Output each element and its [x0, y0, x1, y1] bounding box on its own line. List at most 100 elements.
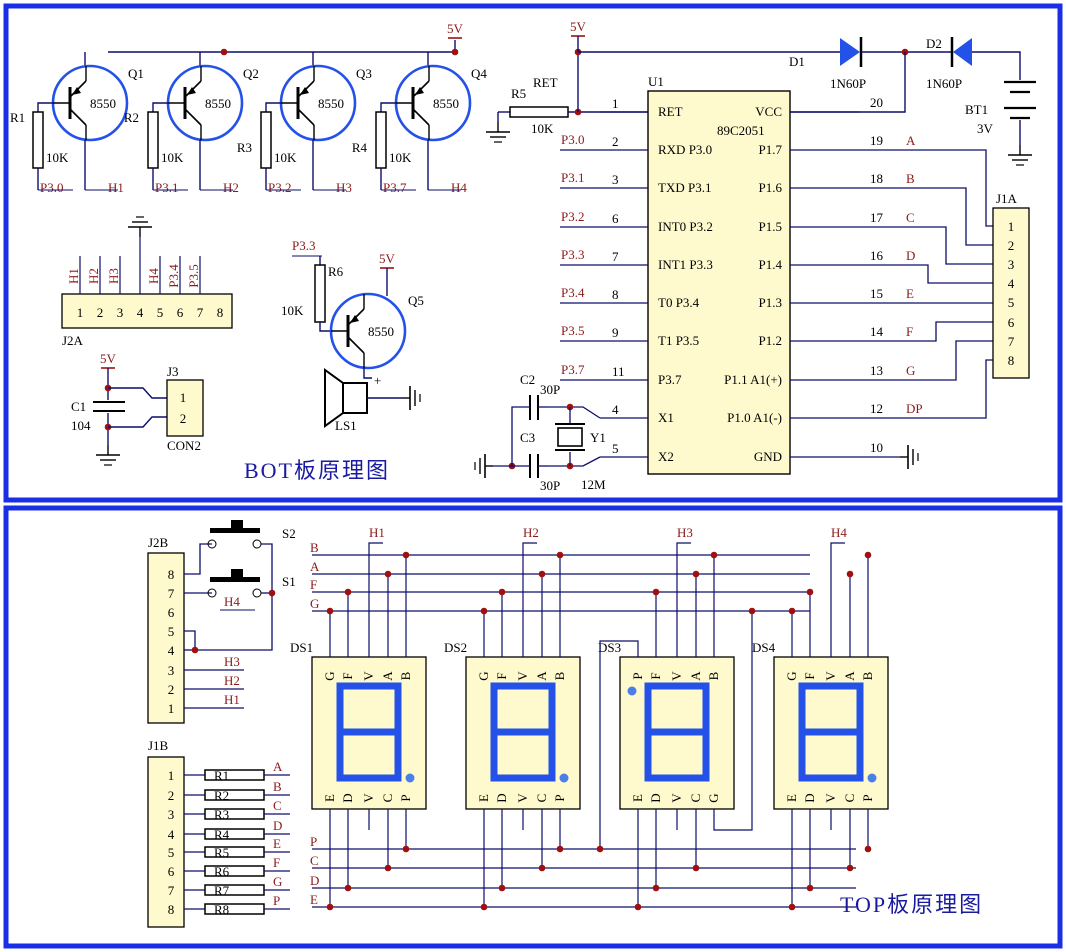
wire — [347, 336, 365, 354]
pin-name: RET — [658, 104, 683, 119]
top-panel-frame — [3, 505, 1063, 949]
diode-d2 — [953, 38, 972, 66]
pin-label-E: E — [322, 794, 337, 802]
pin-label-V: V — [823, 671, 838, 681]
switch-contact — [252, 539, 262, 549]
resistor-value: 10K — [46, 150, 69, 165]
junction-dot — [710, 551, 718, 559]
junction-dot — [220, 48, 228, 56]
transistor-ref: Q4 — [471, 66, 487, 81]
transistor-ref: Q5 — [408, 293, 424, 308]
connector-body — [147, 756, 185, 928]
net-label-DP: DP — [906, 401, 923, 416]
pin-number: 17 — [870, 210, 884, 225]
resistor-ref: R5 — [511, 86, 526, 101]
part-label: 8550 — [433, 96, 459, 111]
connector-ref: J2B — [148, 535, 169, 550]
junction-dot — [846, 864, 854, 872]
junction-dot — [788, 607, 796, 615]
net-label-F: F — [310, 577, 317, 592]
decimal-point — [627, 686, 637, 696]
collector-wire — [363, 368, 372, 379]
pin-name: X1 — [658, 410, 674, 425]
resistor-ref: R3 — [237, 140, 252, 155]
digit-body — [773, 656, 889, 810]
wire — [195, 543, 273, 651]
resistor-ref: R4 — [352, 140, 368, 155]
base-wire — [37, 102, 53, 112]
net-label-E: E — [273, 836, 281, 851]
net-label-H2: H2 — [223, 180, 239, 195]
pin-name: P3.7 — [658, 372, 682, 387]
crystal-ref: Y1 — [590, 430, 606, 445]
switch-s2-actuator — [210, 528, 260, 533]
pin-number: 7 — [612, 249, 619, 264]
speaker-ref: LS1 — [335, 418, 357, 433]
pin-number: 3 — [168, 663, 175, 678]
resistor-r6 — [314, 264, 326, 323]
ground-symbol — [474, 454, 493, 478]
junction-dot — [556, 551, 564, 559]
junction-dot — [326, 607, 334, 615]
pin-number: 6 — [177, 305, 184, 320]
connector-part: CON2 — [167, 438, 201, 453]
cap-wire — [108, 416, 167, 428]
pin-label-P: P — [398, 794, 413, 801]
net-label-H3: H3 — [224, 654, 240, 669]
pin-number: 1 — [168, 768, 175, 783]
pin-number: 3 — [1008, 257, 1015, 272]
speaker-cone — [324, 368, 344, 428]
pin-number: 7 — [1008, 334, 1015, 349]
resistor-ref: R5 — [214, 845, 229, 860]
emitter-arrow — [187, 87, 196, 95]
net-label-H2: H2 — [86, 268, 101, 284]
pin-label-V: V — [515, 793, 530, 803]
net-label-H1: H1 — [369, 525, 385, 540]
pin-number: 1 — [1008, 219, 1015, 234]
common-wire — [368, 542, 383, 657]
net-label-B: B — [310, 540, 319, 555]
pin-label-B: B — [552, 671, 567, 680]
junction-dot — [806, 588, 814, 596]
resistor-ref: R6 — [328, 264, 344, 279]
pin-label-V: V — [361, 793, 376, 803]
net-label-P3.2: P3.2 — [561, 209, 584, 224]
pin-name: X2 — [658, 449, 674, 464]
resistor-r2 — [147, 111, 159, 169]
pin-number: 5 — [157, 305, 164, 320]
emitter-arrow — [72, 87, 81, 95]
pin-name: INT0 P3.2 — [658, 219, 713, 234]
net-label-H3: H3 — [677, 525, 693, 540]
pin-label-G: G — [706, 793, 721, 802]
resistor-body — [509, 106, 569, 118]
net-label-H4: H4 — [831, 525, 847, 540]
switch-s1-actuator — [210, 577, 260, 582]
net-label-P3.3: P3.3 — [292, 238, 315, 253]
net-label-F: F — [273, 855, 280, 870]
pin-label-F: F — [494, 672, 509, 679]
mcu-part: 89C2051 — [717, 123, 765, 138]
pin-name: P1.7 — [759, 142, 783, 157]
bot-title: BOT板原理图 — [244, 458, 390, 483]
net-label-D: D — [906, 248, 915, 263]
vcc-symbol: 5V — [379, 251, 396, 269]
switch-ref: S2 — [282, 526, 296, 541]
xtal-wire — [511, 406, 530, 466]
pin-name: P1.0 A1(-) — [727, 410, 782, 425]
vcc-label: 5V — [570, 19, 587, 34]
emitter-arrow — [300, 87, 309, 95]
pin-name: P1.4 — [759, 257, 783, 272]
transistor-q4: 8550 — [394, 64, 472, 142]
wire — [860, 187, 993, 246]
pin-label-V: V — [515, 671, 530, 681]
pin-label-D: D — [802, 793, 817, 802]
net-label-A: A — [310, 559, 320, 574]
pin-label-V: V — [361, 671, 376, 681]
pin-label-C: C — [534, 794, 549, 803]
cap-value: 30P — [540, 382, 560, 397]
net-label-H2: H2 — [523, 525, 539, 540]
junction-dot — [634, 903, 642, 911]
junction-dot — [806, 884, 814, 892]
